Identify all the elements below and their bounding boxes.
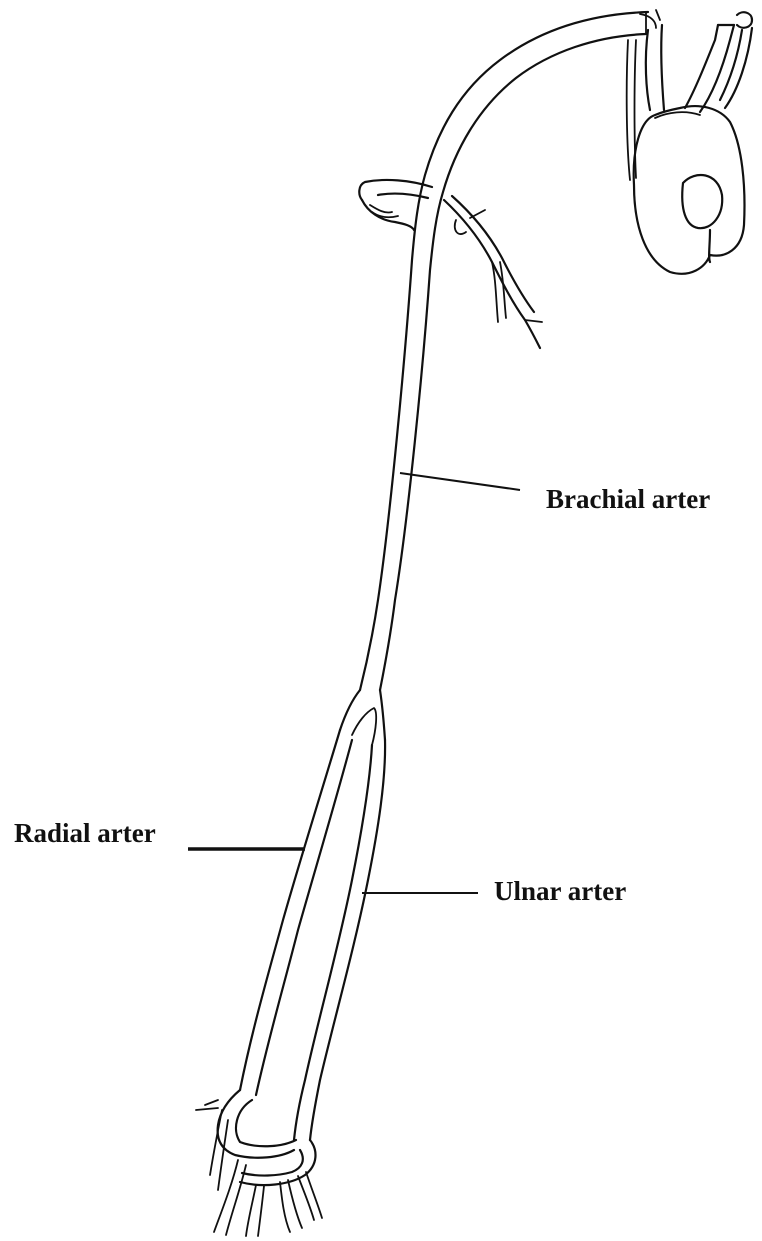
radial-artery: [240, 730, 352, 1095]
heart: [634, 106, 745, 274]
ulnar-artery-label: Ulnar arter: [494, 876, 626, 906]
thoracic-branch: [444, 196, 542, 348]
radial-artery-label: Radial arter: [14, 818, 156, 848]
brachial-artery-label: Brachial arter: [546, 484, 710, 514]
brachial-leader-line: [400, 473, 520, 490]
ulnar-artery: [294, 740, 385, 1140]
bifurcation: [340, 690, 385, 745]
brachial-artery: [360, 12, 656, 690]
hand-arches: [196, 1090, 322, 1236]
great-vessels: [627, 10, 752, 180]
